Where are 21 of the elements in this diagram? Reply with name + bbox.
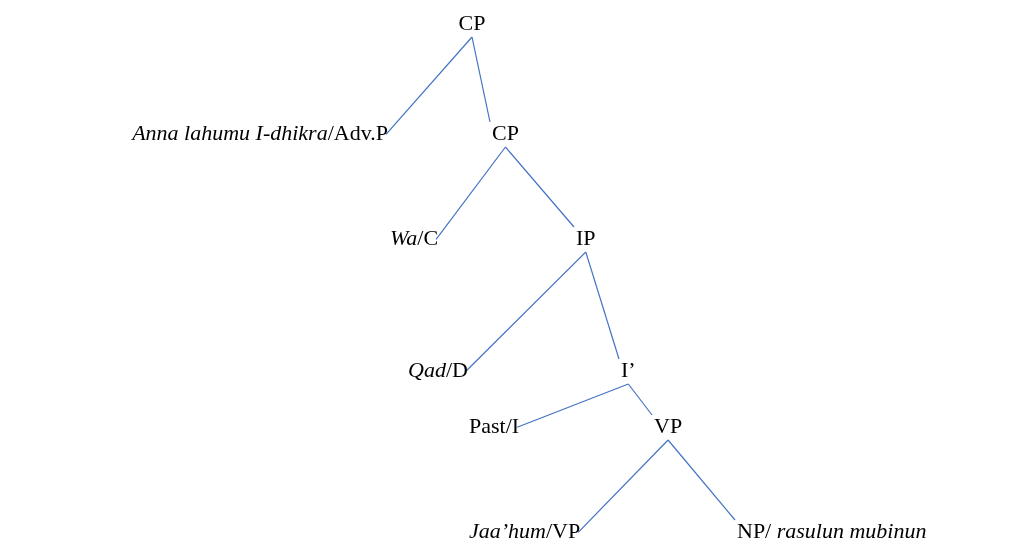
tree-branch (585, 251, 620, 360)
tree-node-label: CP (492, 120, 519, 146)
tree-node-label: IP (576, 225, 596, 251)
tree-node-label: NP/ rasulun mubinun (737, 518, 927, 544)
tree-branch (667, 439, 736, 521)
tree-node-label: Anna lahumu I-dhikra/Adv.P (132, 120, 388, 146)
tree-node-label: Jaa’hum/VP (469, 518, 581, 544)
tree-branch (504, 146, 575, 228)
tree-branch (385, 36, 473, 135)
tree-node-label: VP (654, 413, 683, 439)
tree-node-label: Wa/C (390, 225, 439, 251)
tree-node-label: Past/I (469, 413, 520, 439)
tree-node-label: I’ (621, 357, 636, 383)
tree-node-label: Qad/D (408, 357, 468, 383)
tree-branch (471, 36, 491, 123)
tree-node-label: CP (458, 10, 486, 36)
tree-branch (516, 383, 629, 428)
tree-branch (465, 251, 587, 372)
tree-branch (577, 439, 669, 533)
tree-branch (435, 146, 507, 240)
tree-branch (627, 383, 653, 416)
